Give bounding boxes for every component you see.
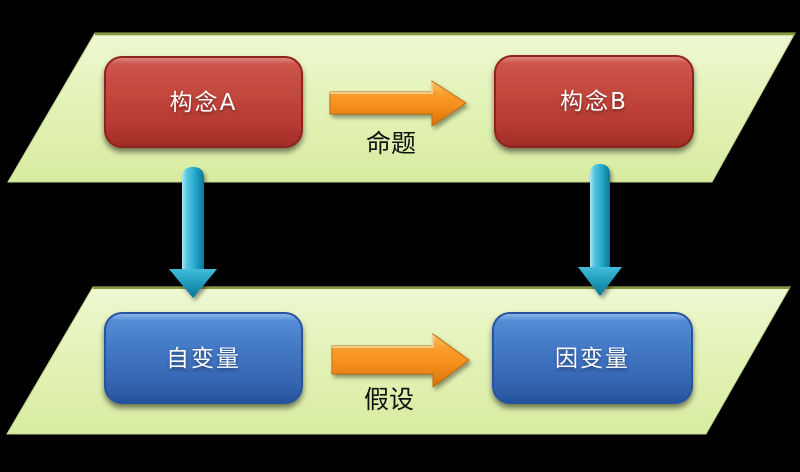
independent-variable-box: 自变量 — [104, 312, 303, 404]
concept-a-box: 构念A — [104, 56, 303, 148]
concept-a-label: 构念A — [170, 90, 238, 116]
hypothesis-arrow-highlight — [332, 335, 434, 348]
down-arrow-a-head — [169, 269, 217, 298]
independent-variable-box-shape — [104, 312, 303, 404]
down-arrow-a-icon — [169, 167, 217, 298]
down-arrow-b-icon — [578, 164, 622, 296]
concept-b-box: 构念B — [494, 55, 694, 148]
proposition-arrow-highlight — [330, 82, 433, 94]
dependent-variable-box: 因变量 — [492, 312, 693, 404]
dependent-variable-box-shape — [492, 312, 693, 404]
dependent-variable-label: 因变量 — [555, 346, 630, 372]
hypothesis-right-arrow-icon — [331, 333, 470, 388]
hypothesis-label: 假设 — [364, 385, 414, 414]
proposition-label: 命题 — [366, 129, 416, 158]
down-arrow-b-head — [578, 267, 622, 296]
independent-variable-label: 自变量 — [166, 346, 241, 372]
proposition-right-arrow-icon — [329, 80, 467, 127]
concept-b-label: 构念B — [560, 89, 628, 115]
down-arrow-b-shaft — [590, 164, 610, 271]
down-arrow-a-shaft — [182, 167, 204, 273]
concept-b-box-shape — [494, 55, 694, 148]
concept-a-box-shape — [104, 56, 303, 148]
